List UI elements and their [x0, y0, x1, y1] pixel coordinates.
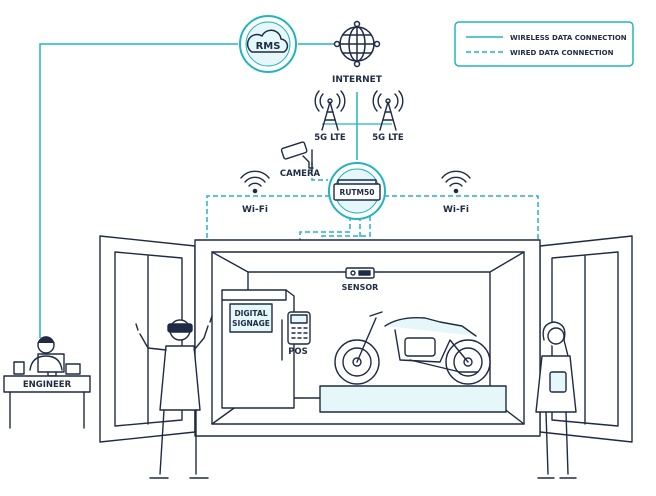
- signage-top: [221, 289, 287, 301]
- vr-user-left-arm: [139, 333, 167, 351]
- cloud-icon: [246, 29, 289, 53]
- engineer-label: ENGINEER: [23, 380, 72, 390]
- router-signage-link: [312, 216, 371, 331]
- camera-label: CAMERA: [280, 169, 321, 179]
- legend: WIRELESS DATA CONNECTION WIRED DATA CONN…: [454, 21, 634, 67]
- legend-wireless-label: WIRELESS DATA CONNECTION: [510, 34, 627, 42]
- desk-item: [65, 363, 81, 375]
- pos-node: POS: [287, 311, 311, 357]
- vr-user-torso: [159, 345, 201, 411]
- router-node: RUTM50: [328, 162, 386, 220]
- wifi-icon: [240, 170, 270, 194]
- wifi-icon: [441, 170, 471, 194]
- internet-node: INTERNET: [332, 20, 383, 85]
- camera-icon: [280, 141, 314, 171]
- router-icon: [333, 179, 381, 201]
- signage-screen: [229, 303, 273, 333]
- engineer-hair: [37, 336, 55, 344]
- rms-label: RMS: [256, 41, 281, 52]
- sensor-icon: [345, 267, 375, 279]
- internet-label: INTERNET: [332, 75, 383, 85]
- tablet-user: [535, 321, 577, 479]
- tablet-icon: [549, 371, 567, 393]
- signage-line2: SIGNAGE: [232, 319, 270, 328]
- display-platform: [319, 385, 507, 413]
- lte-tower-left: 5G LTE: [314, 90, 346, 143]
- motorcycle-rear-hub: [463, 357, 473, 367]
- digital-signage: DIGITAL SIGNAGE: [221, 289, 295, 409]
- router-label: RUTM50: [340, 188, 375, 197]
- vr-user: [135, 315, 213, 479]
- lte-left-label: 5G LTE: [314, 133, 346, 143]
- motorcycle-tank-seat: [384, 316, 477, 337]
- pos-label: POS: [288, 347, 308, 357]
- globe-icon: [333, 20, 381, 68]
- motorcycle-front-rim: [342, 347, 372, 377]
- camera-router-link: [311, 162, 328, 181]
- engineer: ENGINEER: [3, 336, 91, 429]
- sensor-label: SENSOR: [342, 283, 379, 292]
- router-left-wired: [206, 195, 330, 248]
- wifi-left: Wi-Fi: [240, 170, 270, 215]
- motorcycle-rear-rim: [453, 347, 483, 377]
- motorcycle-engine: [404, 337, 436, 357]
- wifi-right: Wi-Fi: [441, 170, 471, 215]
- engineer-body: [29, 355, 63, 371]
- vr-controllers-icon: [135, 315, 213, 331]
- tablet-user-legs: [545, 411, 569, 475]
- motorcycle-fork: [356, 311, 383, 363]
- legend-box: [454, 21, 634, 67]
- pos-icon: [287, 311, 311, 345]
- left-door-panel: [114, 251, 183, 427]
- coffee-cup-icon: [13, 361, 25, 375]
- rms-engineer-link: [39, 43, 238, 338]
- cell-tower-icon: [372, 90, 404, 131]
- sensor-node: SENSOR: [342, 267, 379, 292]
- monitor-icon: [37, 353, 65, 373]
- lte-right-label: 5G LTE: [372, 133, 404, 143]
- engineer-desk: [3, 375, 91, 393]
- legend-wired-label: WIRED DATA CONNECTION: [510, 49, 614, 57]
- motorcycle-front-hub: [352, 357, 362, 367]
- tablet-user-head: [547, 327, 565, 345]
- wifi-left-label: Wi-Fi: [242, 205, 268, 215]
- cell-tower-icon: [314, 90, 346, 131]
- motorcycle: [334, 311, 491, 385]
- desk-legs: [9, 391, 85, 429]
- rms-node: RMS: [239, 15, 297, 73]
- motorcycle-exhaust: [409, 359, 479, 373]
- wifi-right-label: Wi-Fi: [443, 205, 469, 215]
- camera-node: CAMERA: [280, 141, 321, 179]
- vr-headset-icon: [167, 323, 193, 333]
- router-right-wired: [384, 195, 539, 248]
- signage-line1: DIGITAL: [234, 309, 267, 318]
- motorcycle-frame: [394, 329, 469, 363]
- vr-user-right-arm: [193, 325, 209, 351]
- vr-user-legs: [159, 409, 197, 475]
- lte-tower-right: 5G LTE: [372, 90, 404, 143]
